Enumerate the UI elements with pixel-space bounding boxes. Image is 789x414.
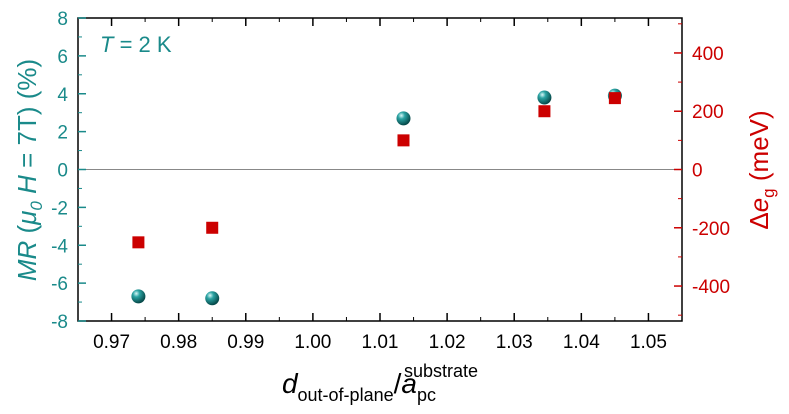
ylabel-left-part-5: = 7T) (%) bbox=[12, 59, 42, 175]
left-tick-label: -8 bbox=[51, 312, 68, 333]
ylabel-left-part-2: μ bbox=[12, 211, 42, 226]
ylabel-right-delta: Δ bbox=[744, 212, 774, 229]
mr-data-point bbox=[537, 90, 552, 105]
xlabel-main: d bbox=[282, 368, 299, 399]
right-tick-label: -200 bbox=[692, 219, 730, 240]
x-tick-label: 1.02 bbox=[429, 332, 466, 353]
ylabel-left-part-1: ( bbox=[12, 225, 42, 241]
delta-eg-data-point bbox=[538, 105, 551, 118]
x-tick-label: 0.98 bbox=[160, 332, 197, 353]
delta-eg-data-point bbox=[206, 221, 219, 234]
left-tick-label: -6 bbox=[51, 274, 68, 295]
left-axis-ticks: 8 6 4 2 0 -2 -4 -6 -8 bbox=[51, 9, 86, 333]
ylabel-left-part-4: H bbox=[12, 175, 42, 201]
ylabel-left-part-0: MR bbox=[12, 241, 42, 281]
x-tick-label: 0.99 bbox=[227, 332, 264, 353]
left-tick-label: 4 bbox=[57, 85, 68, 106]
right-tick-label: -400 bbox=[692, 277, 730, 298]
xlabel-sup2: substrate bbox=[404, 361, 478, 381]
delta-eg-data-point bbox=[132, 236, 145, 249]
data-markers bbox=[131, 88, 622, 306]
delta-eg-data-point bbox=[608, 92, 621, 105]
right-axis-ticks: 400 200 0 -200 -400 bbox=[674, 23, 730, 316]
x-tick-label: 1.05 bbox=[630, 332, 667, 353]
x-axis-title: dout-of-plane/apc substrate bbox=[282, 361, 478, 405]
left-tick-label: 0 bbox=[57, 161, 68, 182]
left-tick-label: 8 bbox=[57, 9, 68, 30]
xlabel-main2: a bbox=[401, 368, 417, 399]
right-tick-label: 200 bbox=[692, 102, 724, 123]
right-tick-label: 0 bbox=[692, 161, 703, 182]
annotation-italic: T bbox=[100, 32, 115, 57]
right-axis-title: Δeg (meV) bbox=[744, 110, 778, 229]
ylabel-right-unit: (meV) bbox=[744, 110, 774, 188]
x-axis-ticks: 0.97 0.98 0.99 1.00 1.01 1.02 1.03 1.04 1.05 bbox=[93, 18, 667, 353]
left-axis-title: MR (μ0 H = 7T) (%) bbox=[12, 59, 46, 281]
mr-data-point bbox=[131, 289, 146, 304]
xlabel-sub: out-of-plane bbox=[298, 385, 394, 405]
x-tick-label: 1.04 bbox=[563, 332, 600, 353]
left-tick-label: 2 bbox=[57, 123, 68, 144]
x-tick-label: 1.03 bbox=[496, 332, 533, 353]
left-tick-label: -4 bbox=[51, 236, 68, 257]
x-tick-label: 0.97 bbox=[93, 332, 130, 353]
annotation-rest: = 2 K bbox=[113, 32, 171, 57]
ylabel-left-part-3: 0 bbox=[27, 201, 46, 211]
x-tick-label: 1.01 bbox=[362, 332, 399, 353]
left-tick-label: -2 bbox=[51, 198, 68, 219]
x-tick-label: 1.00 bbox=[294, 332, 331, 353]
ylabel-right-e: e bbox=[744, 198, 774, 212]
mr-data-point bbox=[205, 291, 220, 306]
xlabel-sub2: pc bbox=[417, 385, 436, 405]
right-tick-label: 400 bbox=[692, 44, 724, 65]
temperature-annotation: T = 2 K bbox=[100, 32, 172, 57]
mr-data-point bbox=[396, 111, 411, 126]
xlabel-slash: / bbox=[394, 368, 402, 399]
delta-eg-data-point bbox=[397, 134, 410, 147]
left-tick-label: 6 bbox=[57, 47, 68, 68]
ylabel-right-sub: g bbox=[759, 188, 778, 197]
